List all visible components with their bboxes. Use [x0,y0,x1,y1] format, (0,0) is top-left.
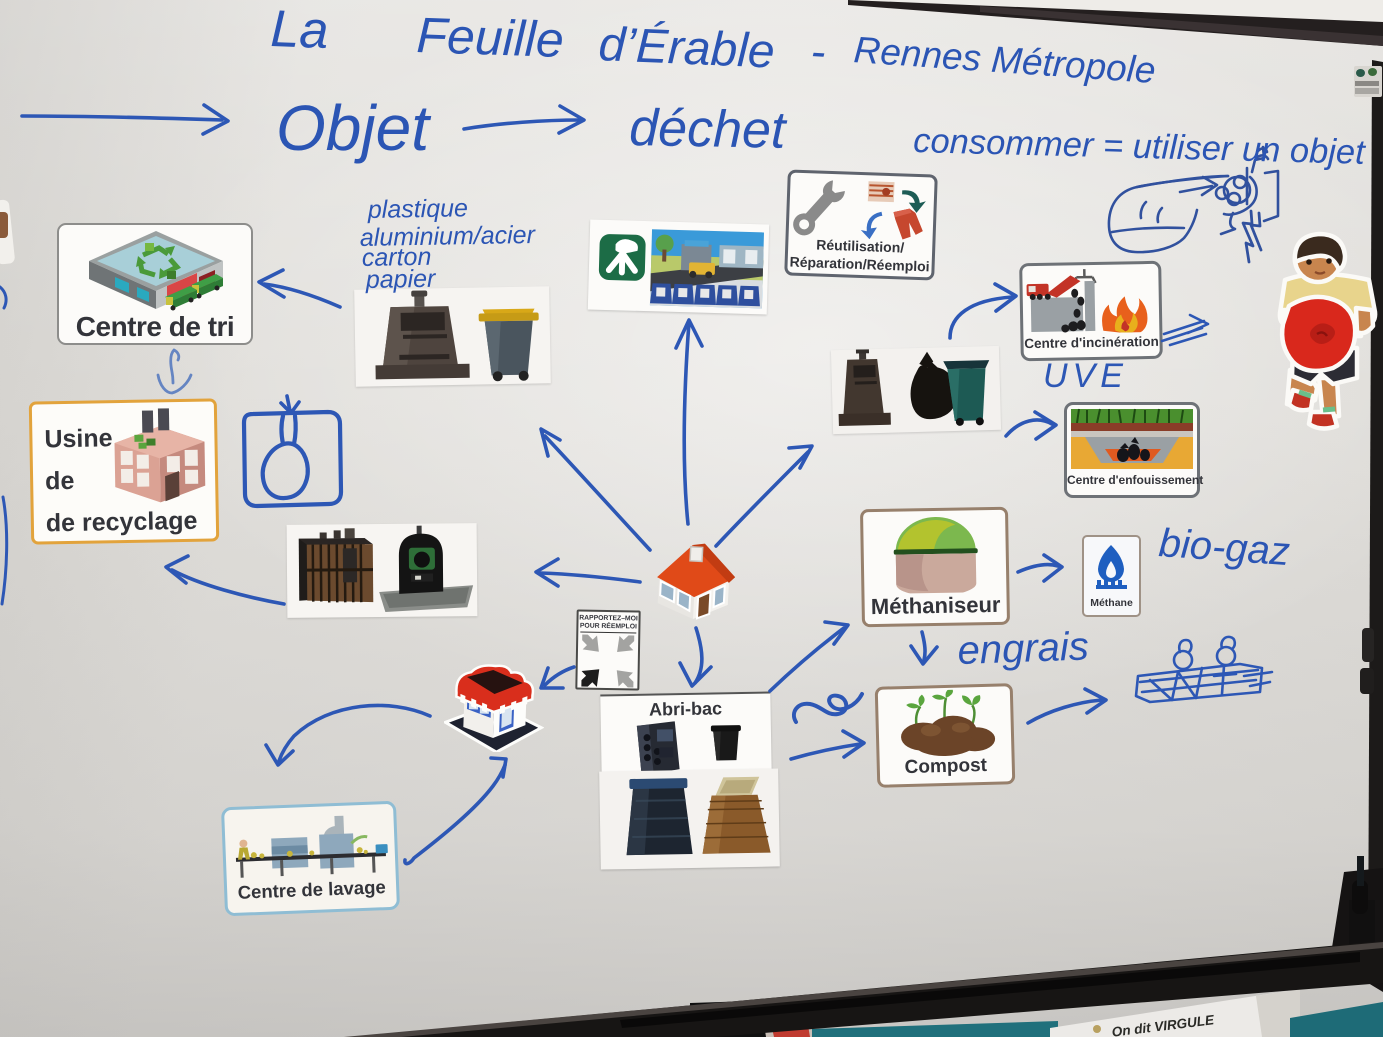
svg-text:déchet: déchet [629,99,789,160]
svg-text:plastique: plastique [367,194,469,224]
svg-text:engrais: engrais [957,624,1090,673]
svg-text:carton: carton [362,243,432,272]
svg-text:bio-gaz: bio-gaz [1157,521,1291,574]
svg-text:Feuille: Feuille [416,7,565,68]
svg-text:aluminium/acier: aluminium/acier [360,221,537,252]
svg-text:-: - [809,27,826,77]
svg-text:La: La [270,0,330,60]
svg-text:UVE: UVE [1043,357,1128,395]
svg-text:Rennes Métropole: Rennes Métropole [852,29,1156,91]
svg-text:Objet: Objet [276,92,431,164]
svg-text:consommer = utiliser un objet: consommer = utiliser un objet [913,122,1367,172]
svg-text:papier: papier [365,265,438,294]
svg-text:d’Érable: d’Érable [598,18,776,79]
